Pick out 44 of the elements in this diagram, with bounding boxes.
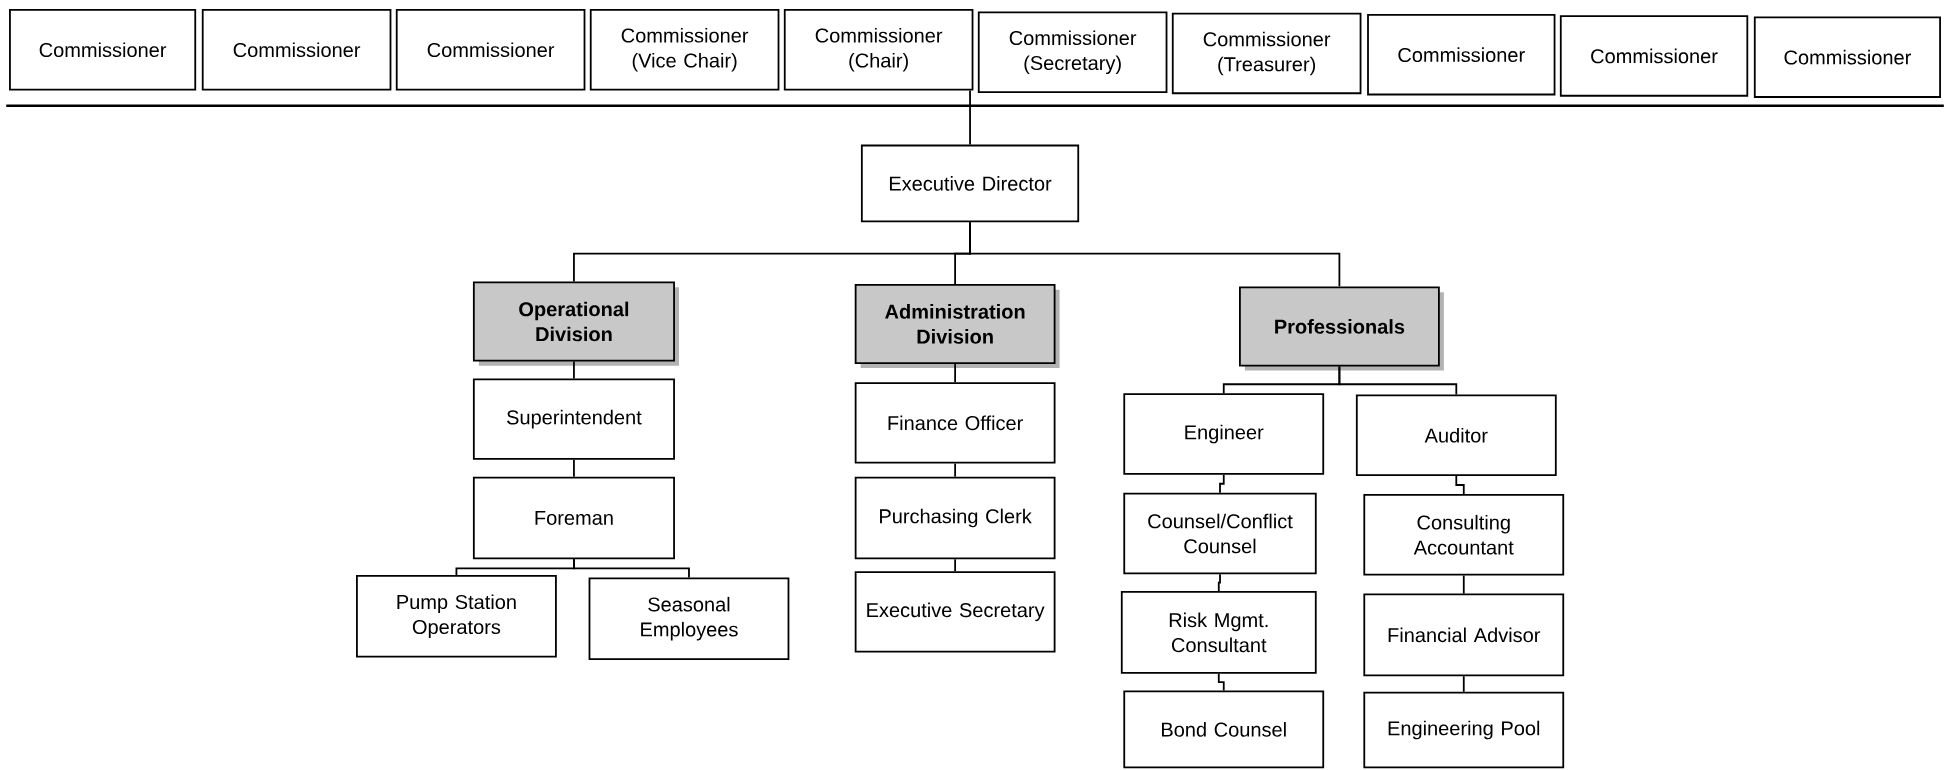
- division-box: Operational Division: [472, 281, 675, 362]
- role-box: Commissioner: [1559, 15, 1749, 97]
- role-box: Executive Secretary: [854, 571, 1056, 653]
- role-box: Seasonal Employees: [588, 577, 790, 661]
- connector-line: [1338, 365, 1458, 396]
- role-box: Commissioner (Chair): [783, 9, 974, 91]
- role-box: Superintendent: [472, 378, 675, 460]
- role-box: Commissioner: [1367, 14, 1556, 96]
- connector-line: [1462, 675, 1465, 693]
- role-box: Commissioner (Secretary): [977, 11, 1168, 94]
- connector-line: [573, 360, 575, 380]
- role-box: Foreman: [472, 476, 675, 560]
- connector-line: [954, 462, 956, 478]
- connector-line: [969, 221, 1341, 288]
- role-box: Pump Station Operators: [356, 575, 557, 658]
- connector-line: [573, 558, 690, 579]
- role-box: Engineer: [1123, 393, 1325, 475]
- role-box: Commissioner (Treasurer): [1171, 12, 1362, 95]
- connector-line: [969, 89, 971, 146]
- role-box: Commissioner (Vice Chair): [589, 9, 780, 91]
- role-box: Consulting Accountant: [1363, 494, 1565, 576]
- connector-line: [1455, 475, 1465, 496]
- role-box: Commissioner: [201, 9, 392, 91]
- role-box: Finance Officer: [854, 382, 1056, 464]
- role-box: Risk Mgmt. Consultant: [1120, 591, 1317, 674]
- connector-line: [1217, 672, 1225, 692]
- connector-line: [1462, 574, 1465, 595]
- role-box: Executive Director: [860, 144, 1080, 223]
- role-box: Financial Advisor: [1363, 593, 1565, 677]
- role-box: Auditor: [1355, 394, 1557, 477]
- role-box: Purchasing Clerk: [854, 476, 1056, 560]
- role-box: Commissioner: [395, 9, 586, 91]
- connector-line: [1217, 573, 1221, 593]
- division-box: Administration Division: [854, 284, 1056, 365]
- role-box: Commissioner: [1753, 16, 1941, 98]
- connector-line: [954, 363, 956, 384]
- role-box: Counsel/Conflict Counsel: [1123, 492, 1317, 575]
- connector-line: [954, 558, 956, 573]
- role-box: Commissioner: [9, 9, 197, 91]
- connector-line: [1219, 473, 1225, 494]
- division-box: Professionals: [1239, 286, 1440, 367]
- role-box: Engineering Pool: [1363, 691, 1565, 769]
- connector-line: [573, 459, 575, 478]
- role-box: Bond Counsel: [1123, 690, 1325, 769]
